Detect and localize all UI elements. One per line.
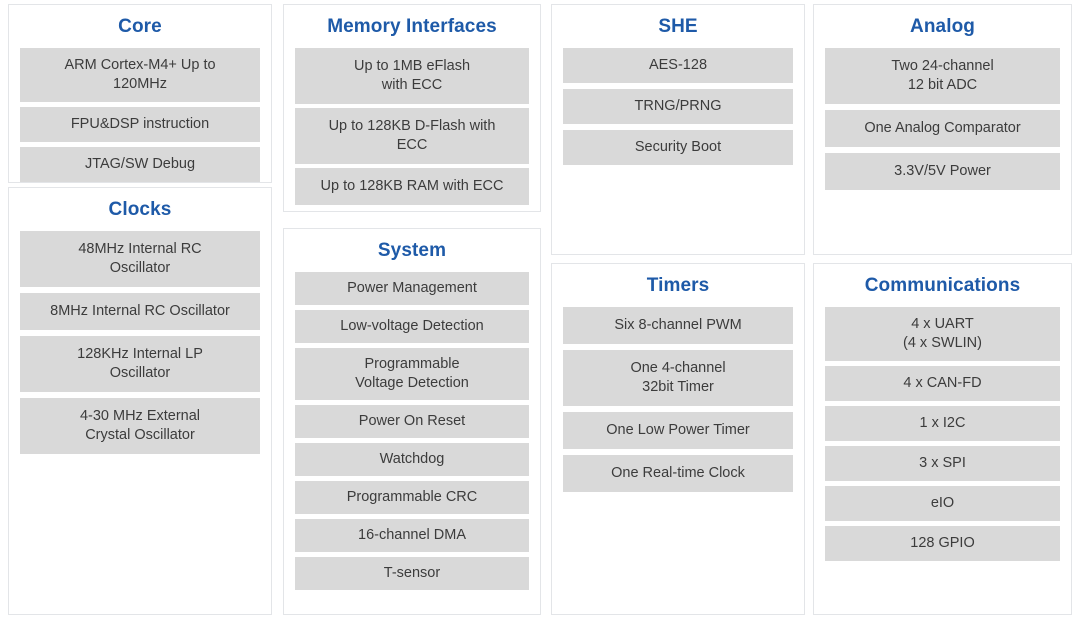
- panel-title-communications: Communications: [864, 275, 1021, 296]
- feature-chip: 8MHz Internal RC Oscillator: [20, 293, 260, 330]
- panel-timers: Timers Six 8-channel PWM One 4-channel 3…: [551, 263, 805, 615]
- feature-chip: One Low Power Timer: [563, 412, 793, 449]
- feature-chip: 4 x CAN-FD: [825, 366, 1060, 401]
- panel-she: SHE AES-128 TRNG/PRNG Security Boot: [551, 4, 805, 255]
- feature-chip: AES-128: [563, 48, 793, 83]
- feature-chip: Low-voltage Detection: [295, 310, 529, 343]
- panel-clocks: Clocks 48MHz Internal RC Oscillator 8MHz…: [8, 187, 272, 615]
- panel-title-memory-interfaces: Memory Interfaces: [327, 16, 497, 37]
- panel-items-system: Power Management Low-voltage Detection P…: [284, 272, 540, 605]
- feature-chip: One Real-time Clock: [563, 455, 793, 492]
- feature-chip: JTAG/SW Debug: [20, 147, 260, 182]
- panel-communications: Communications 4 x UART (4 x SWLIN) 4 x …: [813, 263, 1072, 615]
- panel-title-system: System: [377, 240, 447, 261]
- feature-chip: T-sensor: [295, 557, 529, 590]
- feature-chip: Security Boot: [563, 130, 793, 165]
- feature-chip: 3.3V/5V Power: [825, 153, 1060, 190]
- feature-chip: Power On Reset: [295, 405, 529, 438]
- panel-analog: Analog Two 24-channel 12 bit ADC One Ana…: [813, 4, 1072, 255]
- panel-items-core: ARM Cortex-M4+ Up to 120MHz FPU&DSP inst…: [9, 48, 271, 197]
- feature-chip: Watchdog: [295, 443, 529, 476]
- feature-chip: Up to 1MB eFlash with ECC: [295, 48, 529, 104]
- feature-chip: TRNG/PRNG: [563, 89, 793, 124]
- feature-chip: 128 GPIO: [825, 526, 1060, 561]
- feature-chip: 4 x UART (4 x SWLIN): [825, 307, 1060, 361]
- feature-chip: One Analog Comparator: [825, 110, 1060, 147]
- feature-chip: FPU&DSP instruction: [20, 107, 260, 142]
- panel-title-she: SHE: [658, 16, 698, 37]
- panel-items-clocks: 48MHz Internal RC Oscillator 8MHz Intern…: [9, 231, 271, 470]
- feature-chip: 128KHz Internal LP Oscillator: [20, 336, 260, 392]
- feature-chip: 1 x I2C: [825, 406, 1060, 441]
- panel-title-core: Core: [118, 16, 162, 37]
- panel-items-timers: Six 8-channel PWM One 4-channel 32bit Ti…: [552, 307, 804, 508]
- feature-chip: Programmable CRC: [295, 481, 529, 514]
- feature-chip: 3 x SPI: [825, 446, 1060, 481]
- feature-chip: Up to 128KB D-Flash with ECC: [295, 108, 529, 164]
- feature-chip: Two 24-channel 12 bit ADC: [825, 48, 1060, 104]
- panel-title-analog: Analog: [910, 16, 975, 37]
- feature-chip: 4-30 MHz External Crystal Oscillator: [20, 398, 260, 454]
- panel-memory-interfaces: Memory Interfaces Up to 1MB eFlash with …: [283, 4, 541, 212]
- feature-chip: eIO: [825, 486, 1060, 521]
- feature-chip: Programmable Voltage Detection: [295, 348, 529, 400]
- panel-items-memory-interfaces: Up to 1MB eFlash with ECC Up to 128KB D-…: [284, 48, 540, 219]
- feature-chip: Power Management: [295, 272, 529, 305]
- panel-core: Core ARM Cortex-M4+ Up to 120MHz FPU&DSP…: [8, 4, 272, 183]
- feature-chip: 48MHz Internal RC Oscillator: [20, 231, 260, 287]
- panel-title-timers: Timers: [646, 275, 710, 296]
- feature-chip: Up to 128KB RAM with ECC: [295, 168, 529, 205]
- feature-chip: ARM Cortex-M4+ Up to 120MHz: [20, 48, 260, 102]
- panel-title-clocks: Clocks: [108, 199, 172, 220]
- feature-chip: Six 8-channel PWM: [563, 307, 793, 344]
- panel-items-communications: 4 x UART (4 x SWLIN) 4 x CAN-FD 1 x I2C …: [814, 307, 1071, 576]
- feature-chip: One 4-channel 32bit Timer: [563, 350, 793, 406]
- panel-system: System Power Management Low-voltage Dete…: [283, 228, 541, 615]
- feature-chip: 16-channel DMA: [295, 519, 529, 552]
- panel-items-analog: Two 24-channel 12 bit ADC One Analog Com…: [814, 48, 1071, 206]
- panel-items-she: AES-128 TRNG/PRNG Security Boot: [552, 48, 804, 181]
